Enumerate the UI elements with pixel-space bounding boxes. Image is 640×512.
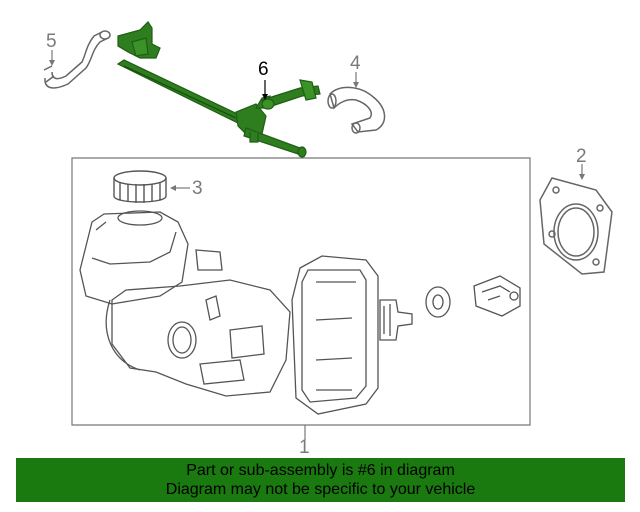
callout-3-arrowhead <box>170 185 176 191</box>
part-2-gasket <box>539 177 613 275</box>
assembly-frame <box>71 157 531 426</box>
callout-2-arrowhead <box>579 174 585 180</box>
info-banner: Part or sub-assembly is #6 in diagram Di… <box>16 458 625 502</box>
part-3-reservoir-cap <box>113 170 167 203</box>
callout-2-label: 2 <box>576 146 587 167</box>
banner-line-disclaimer: Diagram may not be specific to your vehi… <box>165 481 476 498</box>
callout-3-label: 3 <box>192 178 203 199</box>
banner-line-part: Part or sub-assembly is #6 in diagram <box>186 462 455 479</box>
part-6-vacuum-line <box>116 21 321 158</box>
callout-5-label: 5 <box>46 31 57 52</box>
callout-5-arrowhead <box>49 60 55 66</box>
part-5-hose <box>43 30 111 89</box>
callout-1-label: 1 <box>299 437 310 458</box>
callout-6-label: 6 <box>258 59 269 80</box>
callout-4-arrowhead <box>353 82 359 88</box>
callout-6-arrowhead <box>262 94 268 100</box>
part-4-hose <box>327 86 386 134</box>
callout-4-label: 4 <box>350 53 361 74</box>
part-1-booster-assembly <box>79 210 521 415</box>
